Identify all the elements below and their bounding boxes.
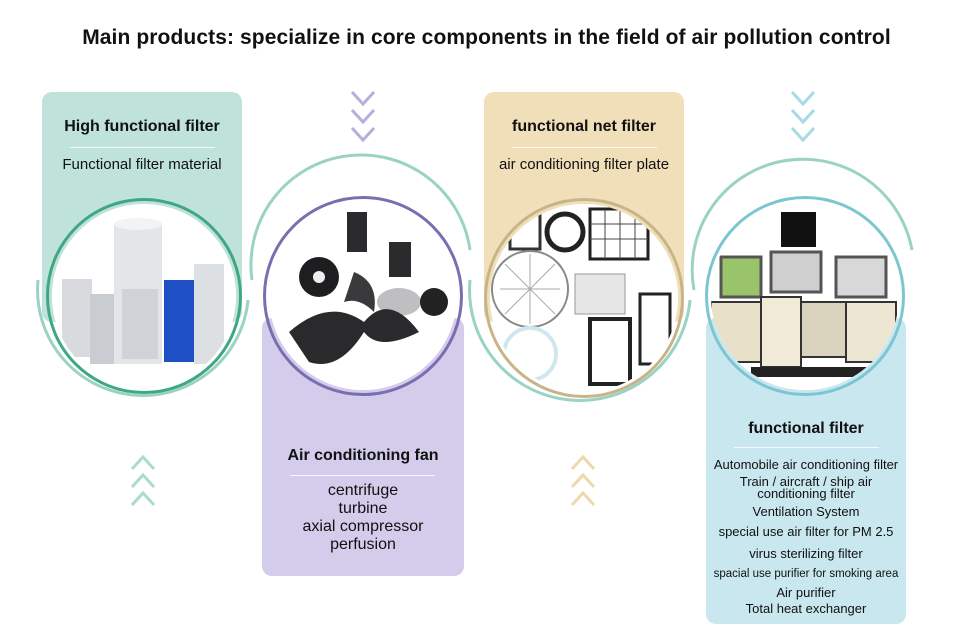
- card-4-divider: [734, 447, 879, 448]
- card-1-product-image: [52, 204, 236, 388]
- list-item: conditioning filter: [757, 486, 855, 501]
- list-item: Train / aircraft / ship air: [739, 474, 873, 489]
- arc-4: [690, 157, 914, 291]
- arc-3: [468, 279, 692, 402]
- arc-1: [36, 279, 250, 397]
- chevron-down-icon: [790, 90, 816, 143]
- card-2-list: centrifuge turbine axial compressor perf…: [262, 482, 464, 554]
- card-3-subtitle: air conditioning filter plate: [498, 156, 670, 173]
- card-1-subtitle: Functional filter material: [62, 156, 222, 173]
- card-2-product-image: [269, 202, 457, 390]
- chevron-up-icon: [570, 455, 596, 507]
- card-2-ring: [263, 196, 463, 396]
- card-1-divider: [70, 147, 215, 148]
- list-item: Air purifier: [776, 585, 836, 600]
- page-title: Main products: specialize in core compon…: [82, 26, 891, 49]
- card-3-title: functional net filter: [512, 118, 656, 135]
- list-item: special use air filter for PM 2.5: [718, 524, 894, 539]
- list-item: centrifuge: [327, 482, 399, 499]
- list-item: turbine: [338, 500, 388, 517]
- list-item: Automobile air conditioning filter: [713, 457, 899, 472]
- list-item: perfusion: [330, 536, 396, 553]
- arc-2: [249, 153, 472, 281]
- card-1-ring: [46, 198, 242, 394]
- card-2-title: Air conditioning fan: [287, 447, 439, 464]
- chevron-up-icon: [130, 455, 156, 507]
- card-4-title: functional filter: [748, 420, 864, 437]
- card-3-product-image: [490, 204, 678, 392]
- card-4-product-image: [711, 202, 899, 390]
- list-item: virus sterilizing filter: [749, 546, 863, 561]
- card-3-divider: [512, 147, 657, 148]
- list-item: Total heat exchanger: [745, 601, 867, 616]
- list-item: axial compressor: [302, 518, 424, 535]
- card-3-ring: [484, 198, 684, 398]
- card-4-ring: [705, 196, 905, 396]
- card-4-list: Automobile air conditioning filter Train…: [706, 0, 906, 635]
- card-2-divider: [290, 475, 435, 476]
- chevron-down-icon: [350, 90, 376, 143]
- list-item: spacial use purifier for smoking area: [713, 568, 899, 580]
- list-item: Ventilation System: [752, 504, 860, 519]
- card-1-title: High functional filter: [64, 118, 220, 135]
